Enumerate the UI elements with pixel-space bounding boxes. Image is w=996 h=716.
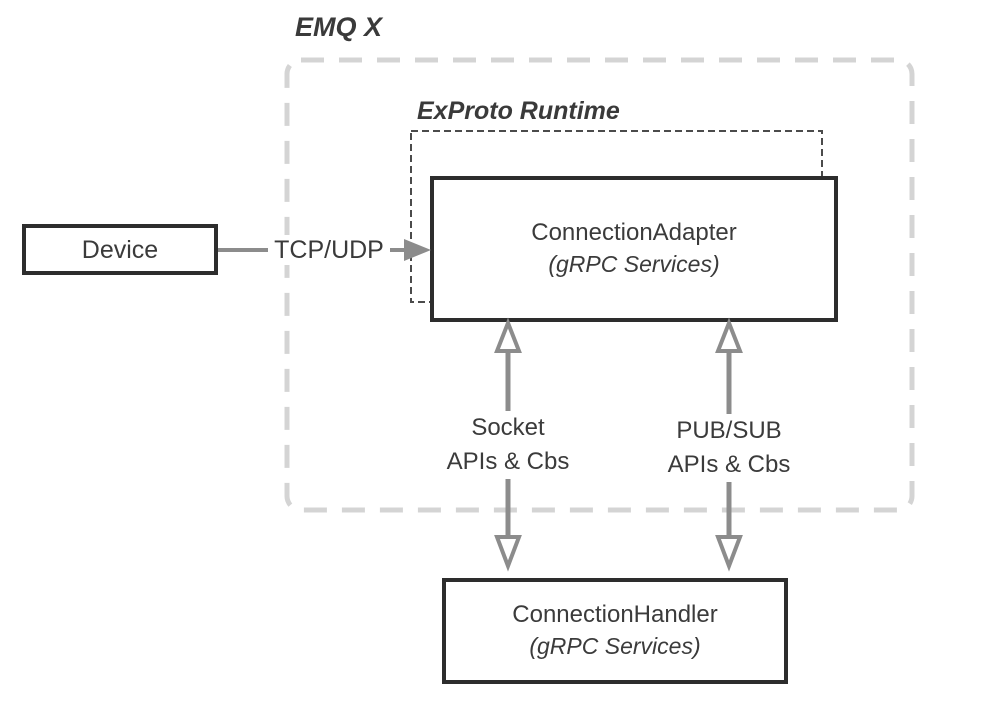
connection-handler-title: ConnectionHandler [512, 601, 718, 628]
connection-adapter-subtitle: (gRPC Services) [548, 251, 720, 277]
emqx-boundary-label: EMQ X [295, 12, 383, 42]
connection-handler-box: ConnectionHandler (gRPC Services) [442, 578, 788, 684]
tcp-udp-edge-label: TCP/UDP [268, 235, 390, 265]
socket-arrowhead-down-icon [494, 535, 522, 572]
socket-edge-label-line2: APIs & Cbs [446, 448, 570, 475]
socket-edge-label-line1: Socket [471, 414, 545, 441]
pubsub-edge-label-line2: APIs & Cbs [667, 451, 791, 478]
device-box: Device [22, 224, 218, 275]
tcp-udp-arrowhead-icon [404, 239, 431, 261]
pubsub-edge-label: PUB/SUB APIs & Cbs [657, 414, 801, 482]
pubsub-edge-label-line1: PUB/SUB [676, 417, 782, 444]
socket-arrowhead-up-icon [494, 317, 522, 353]
connection-adapter-title: ConnectionAdapter [531, 219, 737, 246]
connection-handler-subtitle: (gRPC Services) [529, 633, 701, 659]
socket-edge-label: Socket APIs & Cbs [436, 411, 580, 479]
pubsub-arrowhead-up-icon [715, 317, 743, 353]
device-label: Device [81, 235, 159, 264]
connection-adapter-box: ConnectionAdapter (gRPC Services) [430, 176, 838, 322]
pubsub-arrowhead-down-icon [715, 535, 743, 572]
exproto-runtime-label: ExProto Runtime [417, 97, 620, 125]
